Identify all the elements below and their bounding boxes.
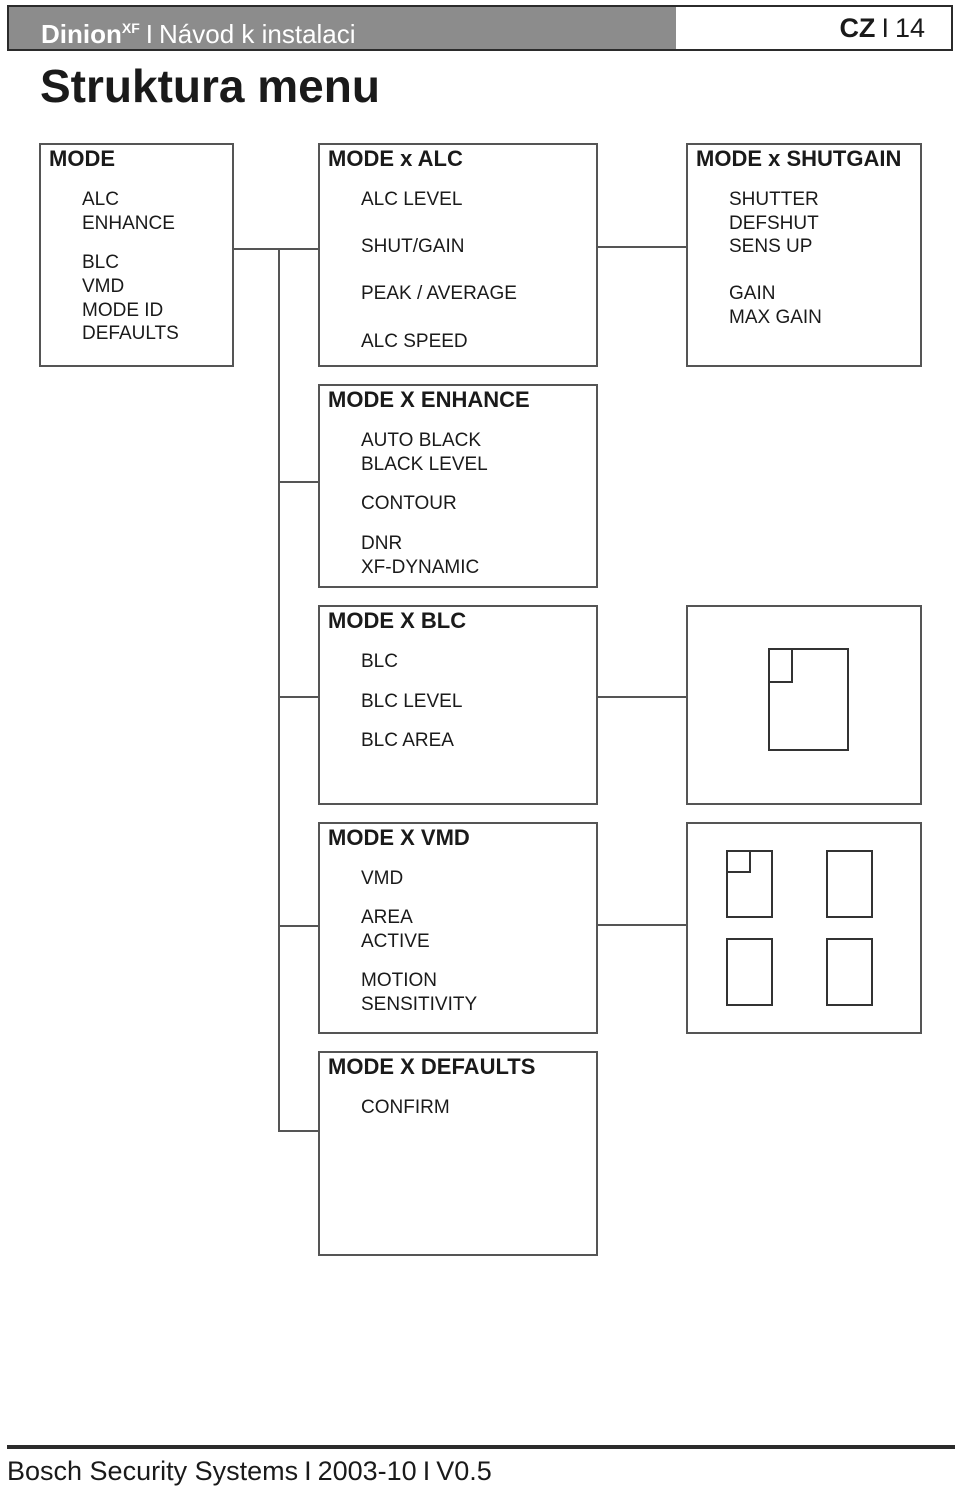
vmd-menu-box: MODE X VMD VMD AREA ACTIVE MOTION SENSIT… xyxy=(318,822,598,1034)
defaults-item-confirm: CONFIRM xyxy=(361,1097,450,1118)
mode-item-defaults: DEFAULTS xyxy=(82,323,179,344)
connector-vmd-area xyxy=(597,924,688,926)
shutgain-item-gain: GAIN xyxy=(729,283,776,304)
alc-menu-box: MODE x ALC ALC LEVEL SHUT/GAIN PEAK / AV… xyxy=(318,143,598,367)
shutgain-menu-box: MODE x SHUTGAIN SHUTTER DEFSHUT SENS UP … xyxy=(686,143,922,367)
mode-item-alc: ALC xyxy=(82,189,119,210)
shutgain-menu-title: MODE x SHUTGAIN xyxy=(696,146,902,171)
blc-area-marker xyxy=(768,648,793,683)
vmd-area-1-marker xyxy=(726,850,751,873)
mode-item-enhance: ENHANCE xyxy=(82,213,175,234)
blc-menu-box: MODE X BLC BLC BLC LEVEL BLC AREA xyxy=(318,605,598,805)
footer-separator-2: I xyxy=(422,1456,431,1486)
enhance-item-xf-dynamic: XF-DYNAMIC xyxy=(361,557,480,578)
shutgain-item-defshut: DEFSHUT xyxy=(729,213,819,234)
defaults-menu-title: MODE X DEFAULTS xyxy=(328,1054,536,1079)
vmd-item-active: ACTIVE xyxy=(361,931,430,952)
connector-blc-area xyxy=(597,696,688,698)
mode-menu-title: MODE xyxy=(49,146,115,171)
alc-item-peak-average: PEAK / AVERAGE xyxy=(361,283,517,304)
vmd-item-sensitivity: SENSITIVITY xyxy=(361,994,478,1015)
blc-area-illustration xyxy=(686,605,922,805)
page-number: 14 xyxy=(894,13,925,43)
connector-trunk xyxy=(278,248,280,1132)
header-separator: I xyxy=(145,19,153,49)
mode-item-mode-id: MODE ID xyxy=(82,300,164,321)
mode-item-blc: BLC xyxy=(82,252,119,273)
shutgain-item-max-gain: MAX GAIN xyxy=(729,307,822,328)
enhance-item-contour: CONTOUR xyxy=(361,493,457,514)
footer-company: Bosch Security Systems xyxy=(7,1456,299,1486)
vmd-item-motion: MOTION xyxy=(361,970,437,991)
shutgain-item-shutter: SHUTTER xyxy=(729,189,819,210)
enhance-item-auto-black: AUTO BLACK xyxy=(361,430,482,451)
vmd-menu-title: MODE X VMD xyxy=(328,825,470,850)
vmd-area-3-frame xyxy=(726,938,773,1006)
vmd-area-illustration xyxy=(686,822,922,1034)
footer-version: V0.5 xyxy=(436,1456,492,1486)
manual-title: Návod k instalaci xyxy=(159,19,356,49)
product-superscript: XF xyxy=(121,20,140,36)
vmd-area-4-frame xyxy=(826,938,873,1006)
product-name: Dinion xyxy=(41,19,122,49)
mode-menu-box: MODE ALC ENHANCE BLC VMD MODE ID DEFAULT… xyxy=(39,143,234,367)
connector-blc xyxy=(278,696,319,698)
defaults-menu-box: MODE X DEFAULTS CONFIRM xyxy=(318,1051,598,1256)
language-code: CZ xyxy=(839,13,876,43)
header-separator-2: I xyxy=(881,13,889,43)
connector-enhance xyxy=(278,481,319,483)
enhance-item-dnr: DNR xyxy=(361,533,403,554)
alc-menu-title: MODE x ALC xyxy=(328,146,463,171)
connector-alc-shutgain xyxy=(597,246,688,248)
blc-item-blc: BLC xyxy=(361,651,398,672)
footer-date: 2003-10 xyxy=(317,1456,417,1486)
connector-mode-alc xyxy=(233,248,319,250)
shutgain-item-sens-up: SENS UP xyxy=(729,236,813,257)
footer-rule xyxy=(7,1445,955,1449)
alc-item-level: ALC LEVEL xyxy=(361,189,463,210)
alc-item-speed: ALC SPEED xyxy=(361,331,468,352)
enhance-menu-title: MODE X ENHANCE xyxy=(328,387,530,412)
blc-item-area: BLC AREA xyxy=(361,730,454,751)
connector-vmd xyxy=(278,925,319,927)
blc-item-level: BLC LEVEL xyxy=(361,691,463,712)
page-title: Struktura menu xyxy=(40,60,380,112)
enhance-item-black-level: BLACK LEVEL xyxy=(361,454,488,475)
blc-menu-title: MODE X BLC xyxy=(328,608,467,633)
mode-item-vmd: VMD xyxy=(82,276,125,297)
vmd-area-2-frame xyxy=(826,850,873,918)
alc-item-shut-gain: SHUT/GAIN xyxy=(361,236,465,257)
enhance-menu-box: MODE X ENHANCE AUTO BLACK BLACK LEVEL CO… xyxy=(318,384,598,588)
footer-separator-1: I xyxy=(304,1456,312,1486)
connector-defaults xyxy=(278,1130,319,1132)
vmd-item-vmd: VMD xyxy=(361,868,404,889)
vmd-item-area: AREA xyxy=(361,907,413,928)
